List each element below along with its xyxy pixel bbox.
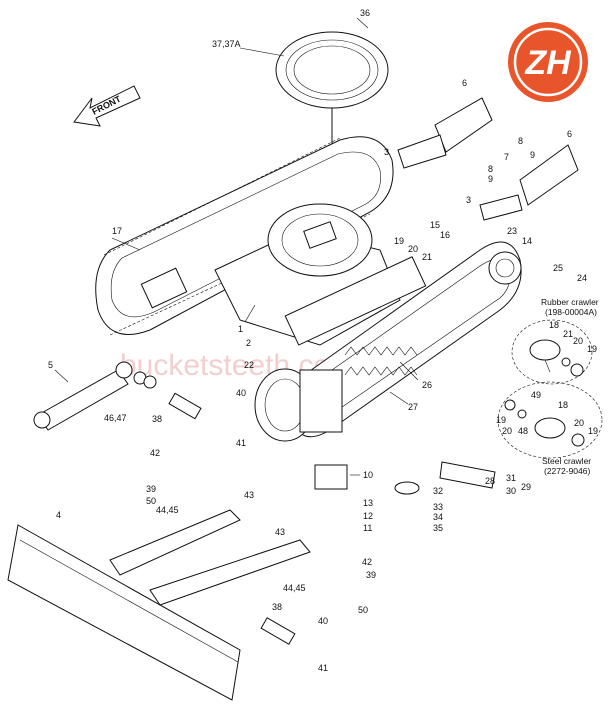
callout: 42 — [362, 557, 372, 567]
cover-plate-small-right — [479, 194, 523, 221]
callout: 49 — [531, 390, 541, 400]
callout: 3 — [466, 195, 471, 205]
crawler-notes: Rubber crawler (198-00004A) Steel crawle… — [541, 297, 599, 476]
callout: 2 — [246, 338, 251, 348]
callout: 35 — [433, 523, 443, 533]
steel-crawler-title: Steel crawler — [542, 456, 591, 466]
dozer-blade — [7, 509, 311, 701]
callout: 19 — [587, 344, 597, 354]
callout: 25 — [553, 263, 563, 273]
callout: 3 — [384, 147, 389, 157]
callout: 9 — [530, 150, 535, 160]
leader-lines — [54, 17, 551, 476]
cover-plate-right — [519, 144, 579, 206]
pin-lower — [260, 617, 296, 645]
callout: 39 — [146, 484, 156, 494]
callout: 40 — [236, 388, 246, 398]
callout: 36 — [360, 8, 370, 18]
callout: 20 — [408, 244, 418, 254]
callout: 11 — [363, 523, 372, 533]
callout: 27 — [408, 402, 418, 412]
callout: 10 — [363, 470, 373, 480]
callout: 41 — [318, 663, 328, 673]
pin-upper — [168, 392, 202, 420]
recoil-spring — [344, 346, 418, 376]
cover-plate-10 — [314, 464, 348, 490]
swing-bearing-ring — [275, 31, 389, 109]
front-arrow-icon: FRONT — [73, 85, 141, 127]
callout: 40 — [318, 616, 328, 626]
blade-cylinder — [33, 361, 157, 431]
callout: 18 — [549, 320, 559, 330]
callout: 9 — [488, 174, 493, 184]
plate-28 — [439, 461, 496, 489]
callout: 21 — [563, 329, 573, 339]
idler-wheel — [254, 368, 343, 442]
rubber-crawler-title: Rubber crawler — [541, 297, 599, 307]
callout: 38 — [272, 602, 282, 612]
callout: 50 — [358, 605, 368, 615]
left-track — [95, 136, 394, 336]
callout: 14 — [522, 236, 532, 246]
steel-crawler-roller — [497, 381, 603, 459]
callout: 44,45 — [156, 505, 179, 515]
cover-plate-small-upper — [397, 134, 447, 169]
callout: 26 — [422, 380, 432, 390]
callout-labels: 36 37,37A 6 3 8 7 9 8 9 6 3 17 15 16 23 … — [48, 8, 598, 673]
callout: 18 — [558, 400, 568, 410]
svg-text:ZH: ZH — [524, 44, 572, 82]
callout: 33 — [433, 502, 443, 512]
callout: 8 — [488, 164, 493, 174]
callout: 16 — [440, 230, 450, 240]
callout: 28 — [485, 476, 495, 486]
callout: 19 — [394, 236, 404, 246]
callout: 38 — [152, 414, 162, 424]
callout: 20 — [502, 426, 512, 436]
rubber-crawler-code: (198-00004A) — [545, 307, 597, 317]
callout: 30 — [506, 486, 516, 496]
callout: 6 — [462, 78, 467, 88]
callout: 24 — [577, 273, 587, 283]
callout: 13 — [363, 498, 373, 508]
callout: 46,47 — [104, 413, 127, 423]
callout: 12 — [363, 511, 373, 521]
callout: 37,37A — [212, 39, 241, 49]
callout: 43 — [244, 490, 254, 500]
callout: 19 — [588, 426, 598, 436]
callout: 6 — [567, 129, 572, 139]
callout: 1 — [238, 324, 243, 334]
callout: 17 — [112, 226, 122, 236]
rubber-crawler-roller — [511, 319, 593, 385]
callout: 48 — [518, 426, 528, 436]
callout: 44,45 — [283, 583, 306, 593]
steel-crawler-code: (2272-9046) — [544, 466, 590, 476]
callout: 20 — [573, 336, 583, 346]
callout: 7 — [504, 152, 509, 162]
callout: 15 — [430, 220, 440, 230]
callout: 39 — [366, 570, 376, 580]
callout: 34 — [433, 512, 443, 522]
callout: 8 — [518, 136, 523, 146]
callout: 29 — [521, 482, 531, 492]
cover-plate-upper — [434, 97, 493, 153]
brand-logo: ZH — [508, 22, 588, 102]
plate-32 — [394, 481, 420, 495]
center-frame — [214, 203, 427, 346]
callout: 4 — [56, 510, 61, 520]
callout: 21 — [422, 252, 432, 262]
callout: 20 — [574, 418, 584, 428]
callout: 50 — [146, 496, 156, 506]
callout: 43 — [275, 527, 285, 537]
callout: 19 — [496, 415, 506, 425]
callout: 42 — [150, 448, 160, 458]
callout: 31 — [506, 473, 516, 483]
callout: 23 — [507, 226, 517, 236]
callout: 22 — [244, 360, 254, 370]
callout: 41 — [236, 438, 246, 448]
callout: 32 — [433, 486, 443, 496]
callout: 5 — [48, 360, 53, 370]
